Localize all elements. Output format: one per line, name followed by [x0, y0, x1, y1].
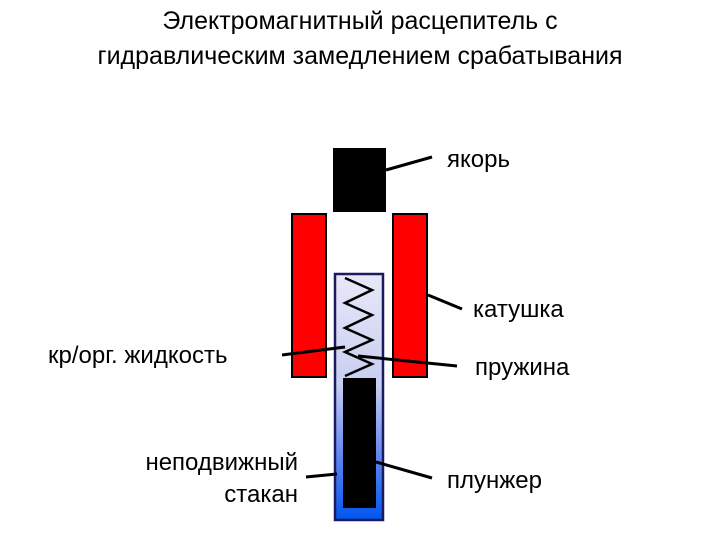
title-line-1: Электромагнитный расцепитель с [162, 7, 558, 35]
spring-coil [341, 276, 376, 378]
armature-block [333, 148, 386, 212]
label-armature: якорь [447, 146, 510, 173]
leader-coil [427, 293, 463, 311]
label-cup-line-2: стакан [224, 481, 298, 508]
diagram-title: Электромагнитный расцепитель с гидравлич… [0, 4, 720, 74]
leader-cup [305, 472, 338, 479]
label-cup: неподвижный стакан [96, 449, 298, 509]
coil-right [392, 213, 428, 378]
leader-spring [357, 354, 458, 368]
label-cup-line-1: неподвижный [145, 449, 298, 476]
title-line-2: гидравлическим замедлением срабатывания [97, 42, 623, 70]
label-spring: пружина [475, 354, 570, 381]
plunger-block [343, 378, 376, 508]
label-plunger: плунжер [447, 467, 543, 494]
leader-fluid [281, 345, 346, 357]
leader-armature [385, 155, 433, 172]
label-coil: катушка [473, 296, 564, 323]
label-fluid: кр/орг. жидкость [48, 342, 228, 369]
leader-plunger [375, 460, 433, 480]
